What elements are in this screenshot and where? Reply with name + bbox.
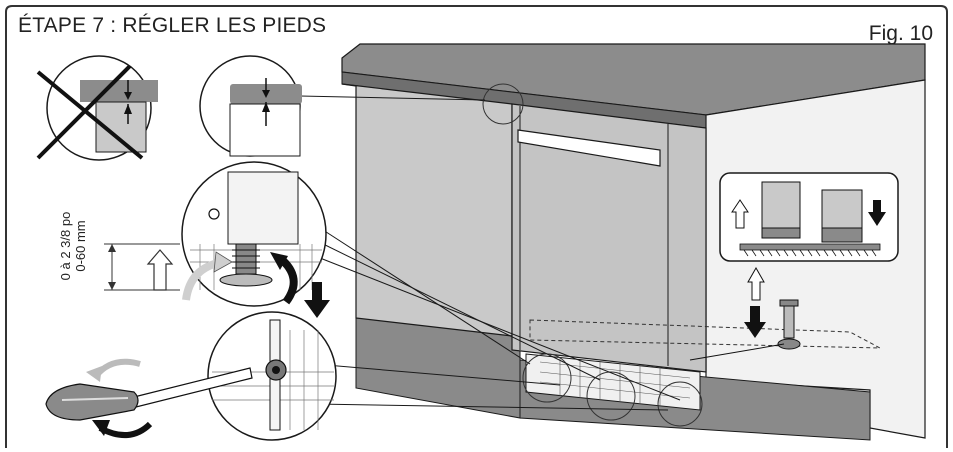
detail-wrong-position (36, 55, 158, 161)
foot-bolt (689, 299, 801, 361)
screwdriver-icon (45, 367, 253, 421)
base-grid (539, 358, 691, 406)
detail-marker-right-foot (657, 381, 703, 427)
detail-marker-top (482, 83, 524, 125)
no-cross-icon (36, 64, 144, 160)
floor-outline (529, 319, 881, 349)
frame-border (5, 5, 948, 448)
figure-number: Fig. 10 (868, 22, 933, 45)
foot-up-arrow-icon (747, 266, 765, 301)
foot-down-arrow-icon (744, 306, 766, 338)
turn-left-arrow-icon (93, 358, 141, 378)
height-range-metric: 0-60 mm (73, 220, 88, 272)
door-handle (517, 129, 661, 167)
detail-marker-center (586, 371, 636, 421)
height-range-label: 0 à 2 3/8 po 0-60 mm (58, 191, 102, 301)
height-range-imperial: 0 à 2 3/8 po (58, 211, 73, 281)
level-inset (719, 172, 899, 262)
height-dimension (104, 243, 180, 291)
detail-correct-position (199, 55, 302, 157)
leader-lines (299, 95, 681, 411)
left-cabinet (341, 83, 513, 337)
level-down-arrow-icon (868, 200, 886, 226)
arrow-down-icon (304, 282, 330, 318)
dishwasher-door (511, 103, 707, 373)
level-up-arrow-icon (731, 199, 749, 229)
detail-adjustable-foot (181, 161, 327, 307)
base-frame (525, 353, 701, 411)
step-title: ÉTAPE 7 : RÉGLER LES PIEDS (18, 14, 327, 37)
adjust-arrow-up-icon (146, 249, 174, 291)
